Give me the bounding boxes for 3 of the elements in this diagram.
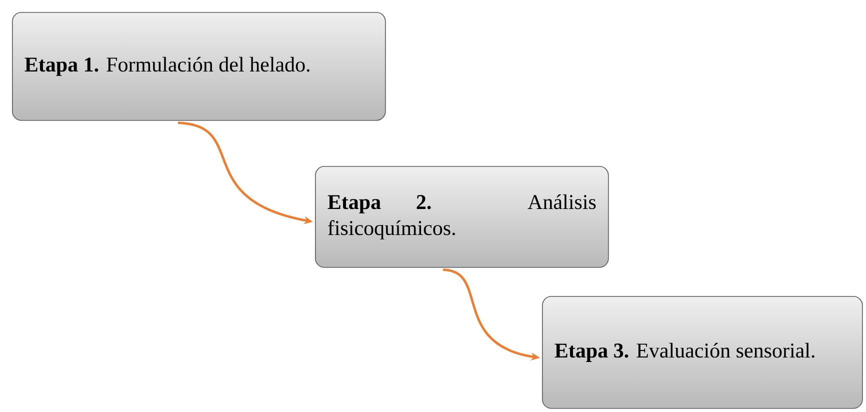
process-box: Etapa 3. Evaluación sensorial. xyxy=(542,296,863,409)
process-box: Etapa 2. Análisis fisicoquímicos. xyxy=(315,166,609,268)
process-box: Etapa 1. Formulación del helado. xyxy=(12,12,386,121)
